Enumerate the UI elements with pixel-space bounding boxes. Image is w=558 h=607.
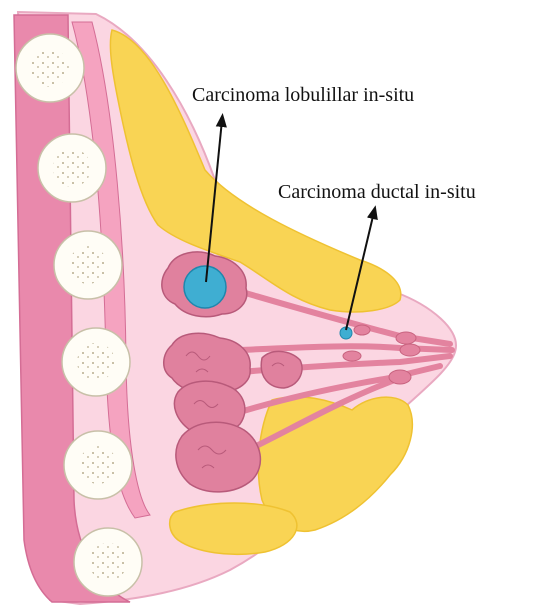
label-ductal-carcinoma: Carcinoma ductal in-situ bbox=[278, 181, 476, 203]
rib bbox=[64, 431, 132, 499]
rib bbox=[54, 231, 122, 299]
lobular-carcinoma-mark bbox=[184, 266, 226, 308]
rib bbox=[16, 34, 84, 102]
lobule-lower bbox=[176, 422, 261, 492]
rib bbox=[38, 134, 106, 202]
rib bbox=[62, 328, 130, 396]
lobule-small bbox=[261, 351, 302, 388]
label-lobular-carcinoma: Carcinoma lobulillar in-situ bbox=[192, 84, 414, 106]
rib bbox=[74, 528, 142, 596]
